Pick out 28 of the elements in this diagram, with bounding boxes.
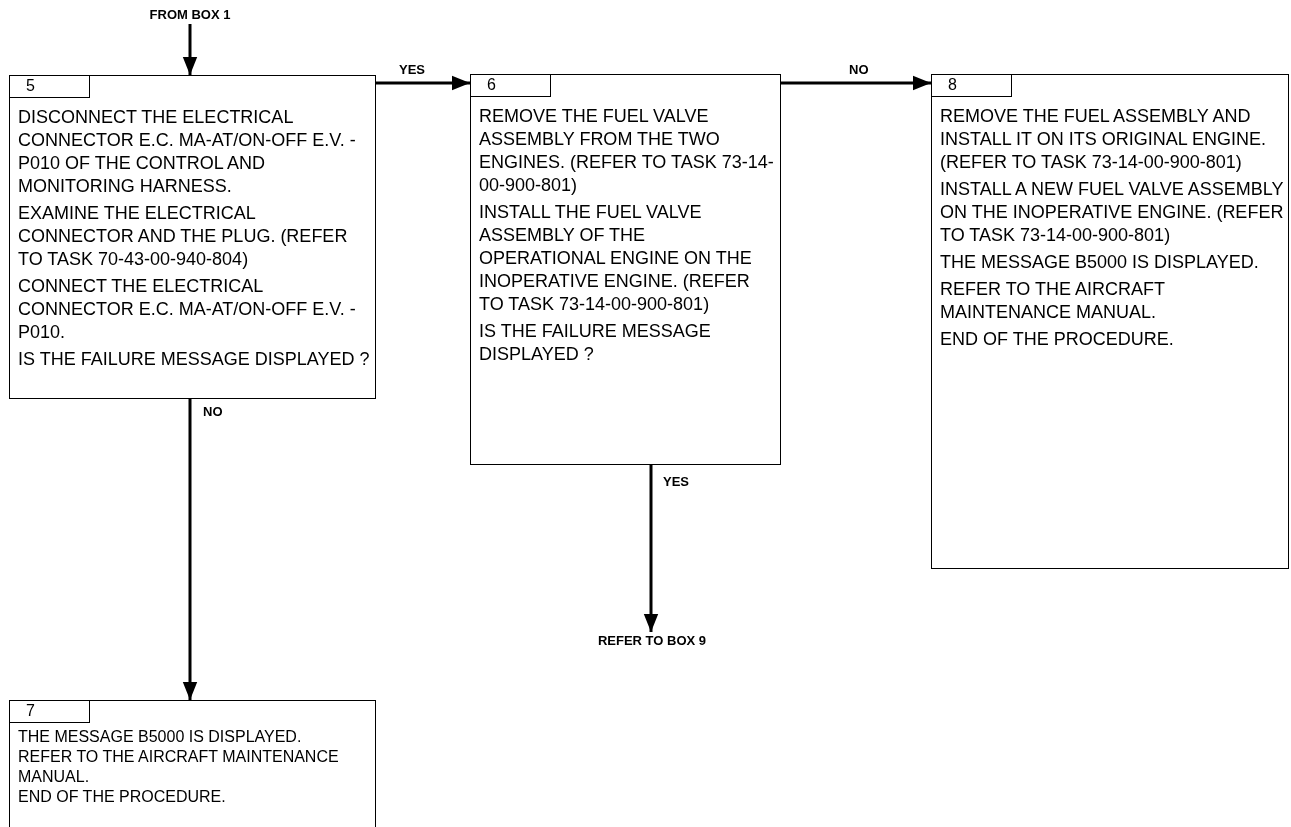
arrow	[781, 75, 931, 91]
step-number: 7	[10, 701, 90, 723]
arrow	[182, 399, 198, 700]
step-text: REFER TO THE AIRCRAFT MAINTENANCE MANUAL.	[940, 278, 1166, 324]
step-box	[9, 700, 376, 827]
step-text: END OF THE PROCEDURE.	[18, 787, 227, 807]
step-text: REMOVE THE FUEL VALVE ASSEMBLY FROM THE TWO ENGINES. (REFER TO TASK 73-14-00-900-801)	[479, 105, 775, 197]
step-box	[470, 74, 781, 465]
step-text: REFER TO THE AIRCRAFT MAINTENANCE MANUAL.	[18, 747, 340, 787]
arrow	[376, 75, 470, 91]
step-text: INSTALL THE FUEL VALVE ASSEMBLY OF THE OPERATIONAL ENGINE ON THE INOPERATIVE ENGINE. (REFER TO TASK 73-14-00-900-801)	[479, 201, 753, 316]
step-number: 8	[932, 75, 1012, 97]
step-number: 5	[10, 76, 90, 98]
step-text: EXAMINE THE ELECTRICAL CONNECTOR AND THE PLUG. (REFER TO TASK 70-43-00-940-804)	[18, 202, 349, 271]
step-box	[9, 75, 376, 399]
arrow	[643, 465, 659, 632]
step-text: INSTALL A NEW FUEL VALVE ASSEMBLY ON THE INOPERATIVE ENGINE. (REFER TO TASK 73-14-00-900-801)	[940, 178, 1284, 247]
step-number: 6	[471, 75, 551, 97]
step-text: DISCONNECT THE ELECTRICAL CONNECTOR E.C. MA-AT/ON-OFF E.V. - P010 OF THE CONTROL AND MONITORING HARNESS.	[18, 106, 357, 198]
step-text: END OF THE PROCEDURE.	[940, 328, 1175, 351]
step-text: CONNECT THE ELECTRICAL CONNECTOR E.C. MA-AT/ON-OFF E.V. - P010.	[18, 275, 357, 344]
step-text: THE MESSAGE B5000 IS DISPLAYED.	[18, 727, 303, 747]
step-text: IS THE FAILURE MESSAGE DISPLAYED ?	[479, 320, 712, 366]
arrow	[182, 24, 198, 75]
step-text: REMOVE THE FUEL ASSEMBLY AND INSTALL IT ON ITS ORIGINAL ENGINE. (REFER TO TASK 73-14-00-900-801)	[940, 105, 1268, 174]
step-text: IS THE FAILURE MESSAGE DISPLAYED ?	[18, 348, 371, 371]
step-box	[931, 74, 1289, 569]
step-text: THE MESSAGE B5000 IS DISPLAYED.	[940, 251, 1260, 274]
